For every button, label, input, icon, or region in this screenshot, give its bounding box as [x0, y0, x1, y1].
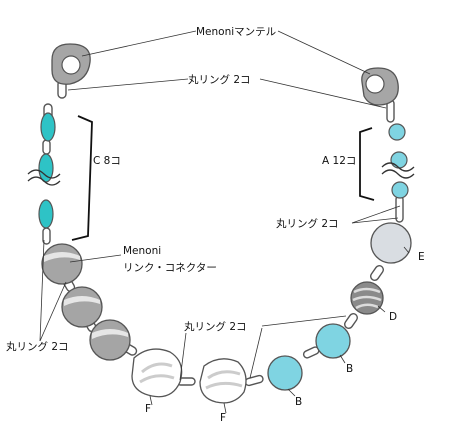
bead-f: [131, 348, 183, 398]
bead-f: [199, 358, 247, 404]
bracket-a: [359, 127, 375, 201]
bead-a: [388, 123, 406, 141]
jump-ring: [370, 265, 384, 281]
connector-disc: [89, 319, 131, 361]
label-ring-bottom-center: 丸リング 2コ: [184, 320, 247, 333]
brackets: [71, 115, 375, 241]
mantel-right: [361, 67, 399, 106]
bead-b: [267, 355, 303, 391]
bead-c: [38, 199, 54, 229]
label-connector-line2: リンク・コネクター: [123, 262, 217, 274]
label-connector-line1: Menoni: [123, 245, 161, 257]
beads-c: [38, 112, 56, 229]
beads-b: [267, 323, 351, 391]
break-marks: [27, 162, 415, 186]
bead-e: [370, 222, 412, 264]
bead-a: [390, 151, 408, 169]
label-ring-top: 丸リング 2コ: [188, 73, 251, 86]
connector-disc: [61, 286, 103, 328]
label-bead-e: E: [418, 251, 425, 263]
label-bead-b1: B: [346, 363, 353, 375]
bead-c: [40, 112, 56, 142]
beads-a: [388, 123, 409, 199]
label-bead-d: D: [389, 311, 397, 323]
jump-ring: [344, 313, 358, 329]
label-bead-f2: F: [220, 412, 226, 424]
label-count-a: A 12コ: [322, 155, 356, 167]
bracket-c: [71, 115, 93, 241]
label-bead-f1: F: [145, 403, 151, 415]
bead-d: [350, 281, 384, 315]
bead-a: [391, 181, 409, 199]
jump-ring: [244, 374, 264, 387]
mantel-left: [51, 43, 91, 85]
label-count-c: C 8コ: [93, 155, 121, 167]
jump-ring: [42, 139, 51, 155]
beads-f: [131, 348, 247, 404]
label-mantel: Menoniマンテル: [196, 26, 276, 38]
connector-disc: [41, 243, 83, 285]
label-bead-b2: B: [295, 396, 302, 408]
leader-lines: [39, 30, 410, 414]
label-ring-bottom-left: 丸リング 2コ: [6, 340, 69, 353]
label-ring-right: 丸リング 2コ: [276, 217, 339, 230]
connectors: [41, 243, 131, 361]
bead-b: [315, 323, 351, 359]
